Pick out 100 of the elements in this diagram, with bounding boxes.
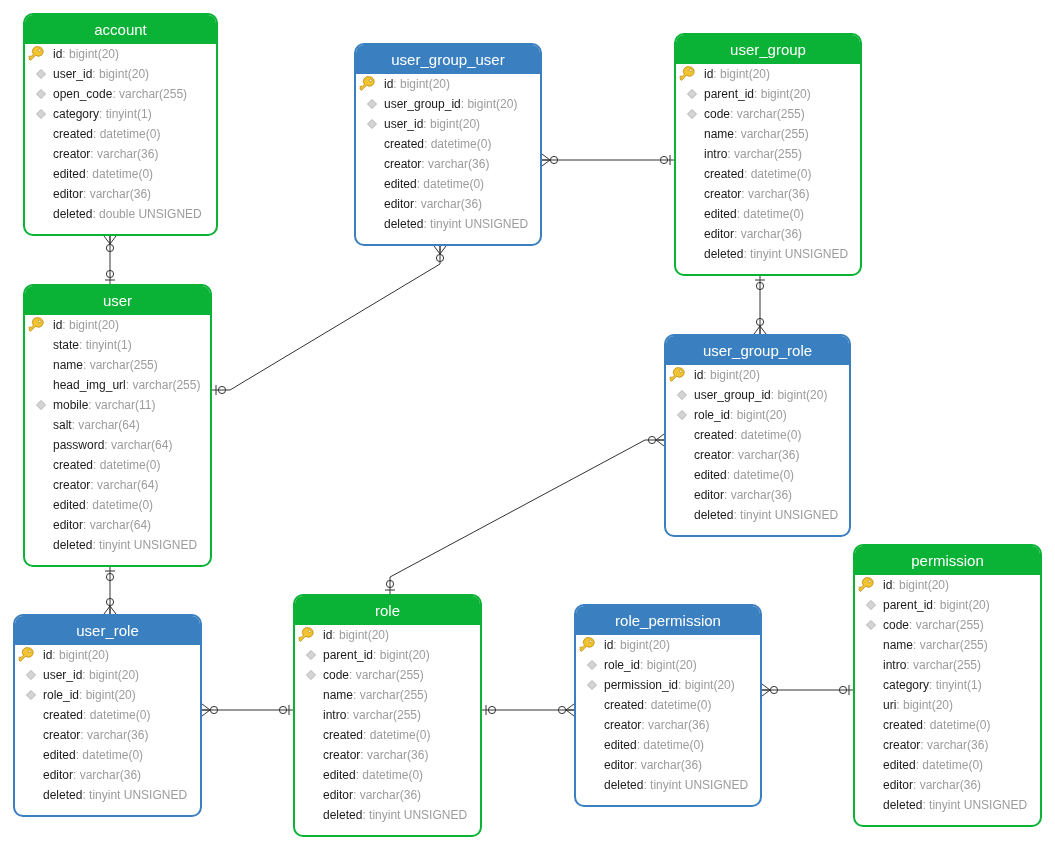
column-text: password: varchar(64): [53, 437, 173, 453]
table-header: user_group_user: [356, 45, 540, 74]
entity-table: [674, 33, 862, 276]
column-text: created: datetime(0): [604, 697, 712, 713]
column-text: editor: varchar(64): [53, 517, 152, 533]
relationship-line: [384, 433, 665, 595]
column-text: uri: bigint(20): [883, 697, 954, 713]
column-text: role_id: bigint(20): [43, 687, 136, 703]
column-text: name: varchar(255): [704, 126, 809, 142]
column-text: edited: datetime(0): [43, 747, 144, 763]
column-text: id: bigint(20): [53, 46, 120, 62]
relationship-line: [481, 703, 575, 717]
column-text: code: varchar(255): [883, 617, 984, 633]
column-text: salt: varchar(64): [53, 417, 140, 433]
column-text: editor: varchar(36): [883, 777, 982, 793]
table-header: user_group_role: [666, 336, 849, 365]
column-text: edited: datetime(0): [604, 737, 705, 753]
column-text: editor: varchar(36): [694, 487, 793, 503]
column-text: deleted: tinyint UNSIGNED: [323, 807, 468, 823]
table-header: user_role: [15, 616, 200, 645]
column-text: deleted: tinyint UNSIGNED: [53, 537, 198, 553]
column-text: deleted: tinyint UNSIGNED: [704, 246, 849, 262]
column-text: state: tinyint(1): [53, 337, 132, 353]
entity-table: [664, 334, 851, 537]
column-text: created: datetime(0): [694, 427, 802, 443]
column-text: mobile: varchar(11): [53, 397, 156, 413]
column-text: id: bigint(20): [604, 637, 671, 653]
column-text: user_id: bigint(20): [43, 667, 140, 683]
column-text: intro: varchar(255): [323, 707, 422, 723]
column-text: code: varchar(255): [704, 106, 805, 122]
entity-table: [293, 594, 482, 837]
column-text: id: bigint(20): [384, 76, 451, 92]
table-header: role_permission: [576, 606, 760, 635]
column-text: permission_id: bigint(20): [604, 677, 735, 693]
column-text: edited: datetime(0): [384, 176, 485, 192]
column-text: created: datetime(0): [323, 727, 431, 743]
column-text: creator: varchar(36): [323, 747, 429, 763]
column-text: editor: varchar(36): [53, 186, 152, 202]
column-text: id: bigint(20): [694, 367, 761, 383]
column-text: category: tinyint(1): [53, 106, 152, 122]
column-text: parent_id: bigint(20): [323, 647, 430, 663]
column-text: deleted: tinyint UNSIGNED: [384, 216, 529, 232]
column-text: created: datetime(0): [883, 717, 991, 733]
column-text: creator: varchar(36): [43, 727, 149, 743]
column-text: id: bigint(20): [53, 317, 120, 333]
column-text: user_group_id: bigint(20): [694, 387, 828, 403]
column-text: name: varchar(255): [323, 687, 428, 703]
column-text: creator: varchar(36): [384, 156, 490, 172]
column-text: role_id: bigint(20): [604, 657, 697, 673]
relationship-line: [753, 275, 767, 335]
column-text: creator: varchar(36): [53, 146, 159, 162]
column-text: open_code: varchar(255): [53, 86, 188, 102]
relationship-line: [211, 245, 447, 396]
table-header: permission: [855, 546, 1040, 575]
column-text: edited: datetime(0): [694, 467, 795, 483]
table-header: user_group: [676, 35, 860, 64]
column-text: editor: varchar(36): [43, 767, 142, 783]
column-text: user_group_id: bigint(20): [384, 96, 518, 112]
entity-table: [23, 284, 212, 567]
column-text: created: datetime(0): [53, 126, 161, 142]
column-text: creator: varchar(36): [883, 737, 989, 753]
column-text: id: bigint(20): [323, 627, 390, 643]
column-text: deleted: double UNSIGNED: [53, 206, 202, 222]
relationship-line: [201, 703, 294, 717]
column-text: edited: datetime(0): [704, 206, 805, 222]
column-text: created: datetime(0): [43, 707, 151, 723]
column-text: id: bigint(20): [883, 577, 950, 593]
column-text: user_id: bigint(20): [384, 116, 481, 132]
column-text: parent_id: bigint(20): [883, 597, 990, 613]
column-text: id: bigint(20): [43, 647, 110, 663]
column-text: deleted: tinyint UNSIGNED: [883, 797, 1028, 813]
column-text: edited: datetime(0): [53, 497, 154, 513]
table-header: role: [295, 596, 480, 625]
column-text: created: datetime(0): [53, 457, 161, 473]
column-text: editor: varchar(36): [323, 787, 422, 803]
relationship-line: [103, 235, 117, 285]
column-text: deleted: tinyint UNSIGNED: [43, 787, 188, 803]
column-text: created: datetime(0): [384, 136, 492, 152]
column-text: intro: varchar(255): [704, 146, 803, 162]
column-text: id: bigint(20): [704, 66, 771, 82]
column-text: edited: datetime(0): [323, 767, 424, 783]
column-text: edited: datetime(0): [883, 757, 984, 773]
column-text: head_img_url: varchar(255): [53, 377, 201, 393]
column-text: name: varchar(255): [883, 637, 988, 653]
column-text: edited: datetime(0): [53, 166, 154, 182]
table-header: user: [25, 286, 210, 315]
column-text: role_id: bigint(20): [694, 407, 787, 423]
entity-table: [354, 43, 542, 246]
column-text: category: tinyint(1): [883, 677, 982, 693]
entity-table: [574, 604, 762, 807]
column-text: intro: varchar(255): [883, 657, 982, 673]
column-text: editor: varchar(36): [384, 196, 483, 212]
column-text: creator: varchar(36): [604, 717, 710, 733]
column-text: creator: varchar(64): [53, 477, 159, 493]
column-text: creator: varchar(36): [694, 447, 800, 463]
table-header: account: [25, 15, 216, 44]
column-text: editor: varchar(36): [604, 757, 703, 773]
column-text: creator: varchar(36): [704, 186, 810, 202]
entity-table: [853, 544, 1042, 827]
column-text: name: varchar(255): [53, 357, 158, 373]
